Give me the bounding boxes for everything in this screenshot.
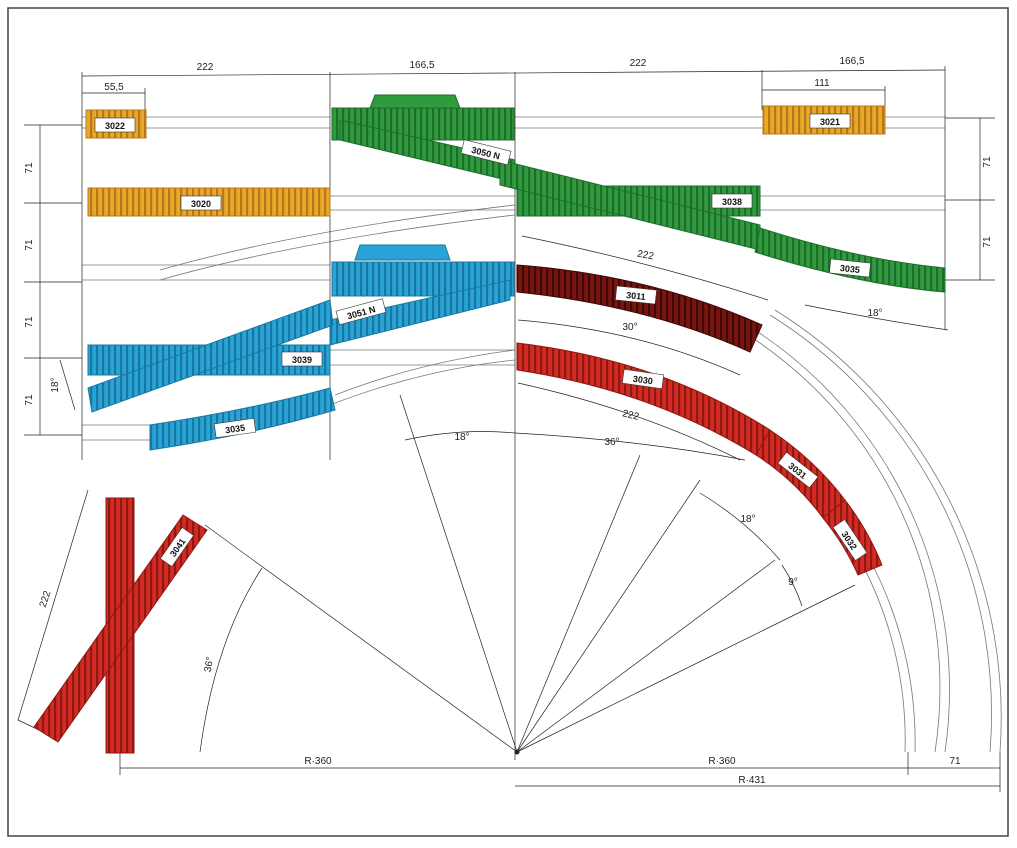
dim-top-left-222: 222 [197,62,214,73]
dim-arc-9deg: 9° [788,577,798,588]
piece-labels: 3022 3020 3021 3050 N 3038 3035 3051 N 3… [94,113,871,567]
dim-left-18deg: 18° [50,377,61,392]
dim-right-18deg: 18° [867,308,882,319]
drawing-frame [7,7,1009,837]
dim-top-right-222: 222 [630,58,647,69]
dim-bottom-r360-right: R·360 [708,756,736,767]
dimension-labels: 222 55,5 166,5 222 166,5 111 71 71 71 71… [24,56,993,786]
dim-left-71-b: 71 [24,239,35,251]
dim-cross-222: 222 [38,589,54,609]
label-3039: 3039 [292,355,312,365]
track-3035-blue [149,387,336,451]
dim-arc-222-b: 222 [621,408,640,423]
label-3030: 3030 [632,374,653,387]
dim-top-left-55: 55,5 [104,82,124,93]
label-3022: 3022 [105,121,125,131]
label-3038: 3038 [722,197,742,207]
dim-top-mid-166: 166,5 [409,60,434,71]
dim-arc-18deg-center: 18° [454,432,469,443]
label-3035-blue: 3035 [225,423,246,436]
dim-left-71-a: 71 [24,162,35,174]
dim-top-right-166: 166,5 [839,56,864,67]
track-3011 [516,264,763,353]
dim-arc-18deg-right: 18° [740,514,755,525]
dim-top-right-111: 111 [814,78,830,89]
dim-left-71-c: 71 [24,316,35,328]
track-3039 [87,299,334,413]
track-3041 [33,497,208,754]
label-3021: 3021 [820,117,840,127]
label-3011: 3011 [626,290,646,302]
label-3035-green: 3035 [839,263,860,275]
dim-cross-36deg: 36° [203,656,216,673]
dim-right-71-a: 71 [982,156,993,168]
dim-right-71-b: 71 [982,236,993,248]
dim-arc-36deg: 36° [604,437,619,448]
dim-arc-222-a: 222 [636,249,655,263]
dim-bottom-r431: R·431 [738,775,766,786]
dim-bottom-r360-left: R·360 [304,756,332,767]
track-3051n [329,244,515,346]
label-3020: 3020 [191,199,211,209]
dim-bottom-71: 71 [949,756,961,767]
track-3035-green [754,227,946,293]
center-point [514,749,520,755]
track-3050n [331,94,516,183]
dim-arc-30deg: 30° [622,322,637,333]
dim-left-71-d: 71 [24,394,35,406]
track-3030 [516,342,771,456]
